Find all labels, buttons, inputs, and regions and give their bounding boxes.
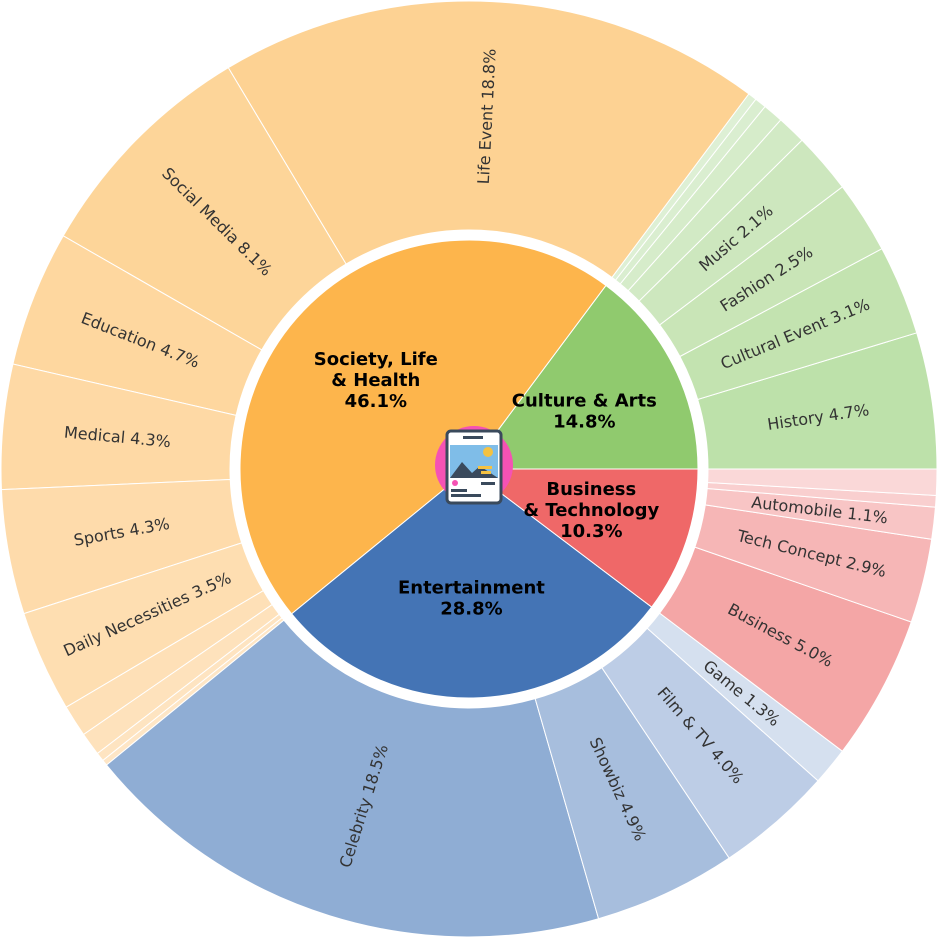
inner-slice-culture-and-arts [468, 284, 699, 470]
outer-slice-life-event [227, 0, 750, 279]
social-media-post-icon [435, 426, 513, 505]
inner-ring [239, 239, 699, 699]
outer-slice-business-and-technology-minor-4 [707, 468, 938, 496]
inner-slice-society-life-and-health [239, 239, 607, 615]
outer-slice-celebrity [105, 619, 600, 938]
inner-slice-entertainment [290, 468, 653, 699]
inner-slice-business-and-technology [467, 468, 699, 608]
